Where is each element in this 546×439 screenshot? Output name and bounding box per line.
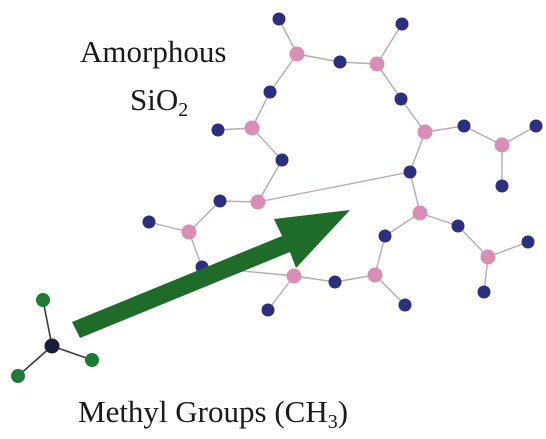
sio2-atom-network xyxy=(142,12,543,317)
oxygen-atom xyxy=(521,235,535,249)
oxygen-atom xyxy=(403,165,417,179)
green-arrow xyxy=(72,210,350,338)
methyl-label-subscript: 3 xyxy=(327,411,338,433)
silicon-atom xyxy=(244,120,260,136)
silicon-atom xyxy=(181,224,197,240)
methyl-label-close: ) xyxy=(337,394,349,429)
oxygen-atom xyxy=(328,275,342,289)
si-o-bond xyxy=(376,23,403,65)
silicon-atom xyxy=(494,137,510,153)
si-o-bond xyxy=(269,53,298,93)
oxygen-atom xyxy=(213,194,227,208)
oxygen-atom xyxy=(142,215,156,229)
oxygen-atom xyxy=(394,92,408,106)
oxygen-atom xyxy=(272,12,286,26)
si-o-bond xyxy=(257,171,411,203)
methyl-groups-label: Methyl Groups (CH3) xyxy=(78,396,348,432)
oxygen-atom xyxy=(263,85,277,99)
methyl-group-molecule xyxy=(11,293,99,383)
sio2-formula-subscript: 2 xyxy=(178,99,189,121)
oxygen-atom xyxy=(378,229,392,243)
silicon-atom xyxy=(367,267,383,283)
silicon-atom xyxy=(417,124,433,140)
methyl-carbon-atom xyxy=(44,338,60,354)
oxygen-atom xyxy=(261,303,275,317)
oxygen-atom xyxy=(395,17,409,31)
methyl-hydrogen-atom xyxy=(11,369,25,383)
sio2-formula-label: SiO2 xyxy=(130,84,188,120)
oxygen-atom xyxy=(211,123,225,137)
oxygen-atom xyxy=(495,179,509,193)
methyl-label-main: Methyl Groups (CH xyxy=(78,394,328,429)
oxygen-atom xyxy=(398,298,412,312)
oxygen-atom xyxy=(529,119,543,133)
si-o-bond xyxy=(257,159,283,203)
silicon-atom xyxy=(286,268,302,284)
methyl-hydrogen-atom xyxy=(85,353,99,367)
methyl-hydrogen-atom xyxy=(36,293,50,307)
oxygen-atom xyxy=(333,55,347,69)
silicon-atom xyxy=(412,205,428,221)
silicon-atom xyxy=(480,249,496,265)
amorphous-label: Amorphous xyxy=(80,34,227,69)
silicon-atom xyxy=(369,56,385,72)
oxygen-atom xyxy=(451,219,465,233)
oxygen-atom xyxy=(477,285,491,299)
methyl-bond xyxy=(17,345,53,377)
silicon-atom xyxy=(289,46,305,62)
sio2-formula-main: SiO xyxy=(130,82,179,117)
methyl-bond xyxy=(42,299,53,347)
oxygen-atom xyxy=(457,119,471,133)
silicon-atom xyxy=(250,194,266,210)
oxygen-atom xyxy=(275,153,289,167)
